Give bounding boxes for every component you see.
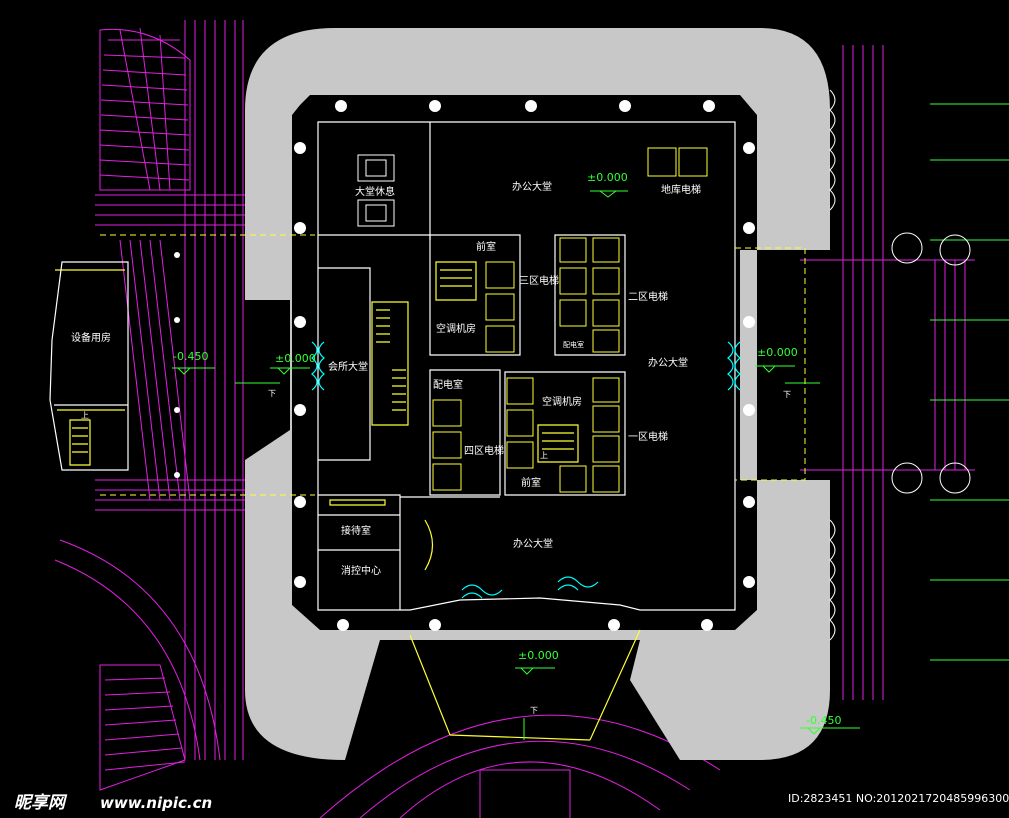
label-equipment-room: 设备用房 (71, 331, 111, 344)
walkway-ring (245, 28, 830, 760)
level-top-center: ±0.000 (587, 171, 628, 184)
site-lines (54, 20, 975, 818)
label-front-room-lower: 前室 (521, 476, 541, 489)
label-office-hall-top: 办公大堂 (512, 180, 552, 193)
columns (174, 100, 755, 631)
stairs (55, 261, 641, 741)
level-left-entry: ±0.000 (275, 352, 316, 365)
label-zone4-elevator: 四区电梯 (464, 444, 504, 457)
lobby-furniture (357, 154, 395, 227)
stair-marks: 上 上 下 下 下 (81, 389, 791, 715)
level-right-entry: ±0.000 (757, 346, 798, 359)
mark-down-left: 下 (268, 389, 276, 398)
watermark-site: www.nipic.cn (100, 794, 212, 812)
building-walls (317, 121, 736, 611)
label-clubhouse-hall: 会所大堂 (328, 360, 368, 373)
watermark: 昵享网 www.nipic.cn ID:2823451 NO:201202172… (14, 792, 1009, 813)
mark-up-equipment: 上 (81, 411, 89, 420)
label-ac-room-right: 空调机房 (542, 395, 582, 408)
label-elec-room-lower: 配电室 (433, 378, 463, 391)
label-office-hall-right: 办公大堂 (648, 356, 688, 369)
level-bottom-right-outer: -0.450 (806, 714, 841, 727)
label-zone2-elevator: 二区电梯 (628, 290, 668, 303)
label-zone3-elevator: 三区电梯 (519, 274, 559, 287)
annotation-lines (100, 103, 1009, 740)
label-fire-control: 消控中心 (341, 564, 381, 577)
elevators (432, 147, 708, 493)
level-labels: ±0.000 ±0.000 ±0.000 ±0.000 -0.450 -0.45… (173, 171, 841, 727)
watermark-id: ID:2823451 NO:20120217204859963000 (788, 792, 1009, 805)
mark-down-right: 下 (783, 390, 791, 399)
room-labels: 大堂休息 办公大堂 地库电梯 前室 三区电梯 二区电梯 空调机房 配电室 会所大… (71, 180, 701, 577)
mark-up-core: 上 (540, 451, 548, 460)
level-left-outer: -0.450 (173, 350, 208, 363)
doors (311, 341, 741, 599)
equipment-room-outline (49, 261, 129, 471)
level-bottom-entry: ±0.000 (518, 649, 559, 662)
label-front-room-left: 前室 (476, 240, 496, 253)
label-office-hall-bottom: 办公大堂 (513, 537, 553, 550)
mark-down-bottom: 下 (530, 706, 538, 715)
watermark-logo: 昵享网 (14, 793, 68, 813)
label-reception: 接待室 (341, 524, 371, 537)
label-basement-elevator: 地库电梯 (661, 183, 701, 196)
label-elec-room-upper: 配电室 (563, 340, 584, 349)
label-ac-room-left: 空调机房 (436, 322, 476, 335)
label-zone1-elevator: 一区电梯 (628, 430, 668, 443)
label-lobby-rest: 大堂休息 (355, 185, 395, 198)
trees (829, 89, 971, 641)
